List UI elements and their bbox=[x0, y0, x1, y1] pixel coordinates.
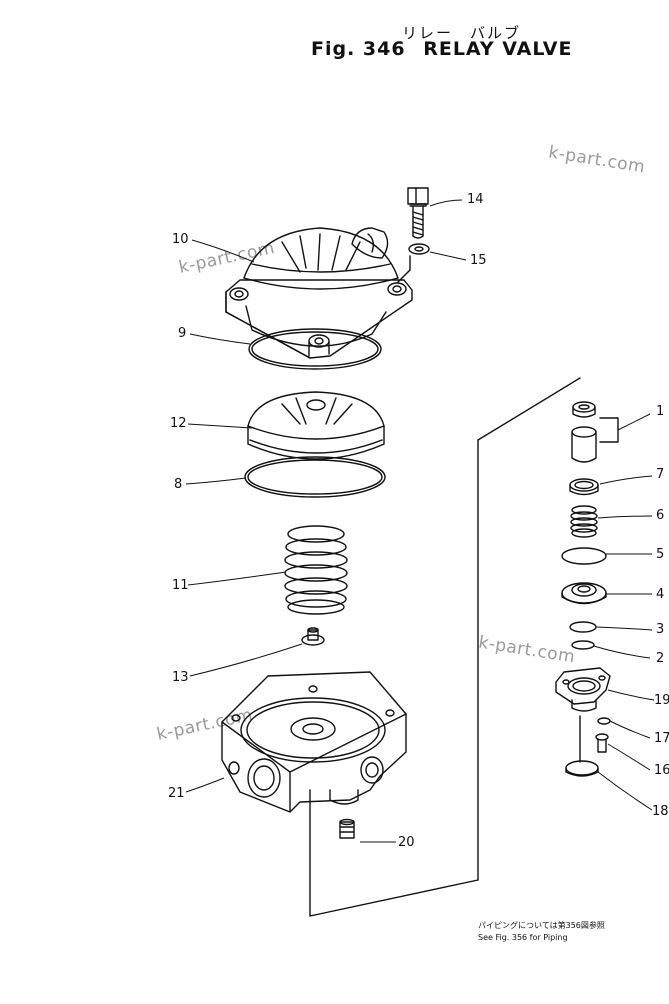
ring-part-7 bbox=[569, 478, 599, 496]
callout-1: 1 bbox=[656, 404, 665, 419]
o-ring-part-2 bbox=[571, 640, 595, 650]
callout-19: 19 bbox=[654, 693, 669, 708]
plug-part-13 bbox=[301, 627, 325, 646]
o-ring-part-3 bbox=[569, 621, 597, 633]
spring-part-11 bbox=[284, 525, 348, 615]
o-ring-part-8 bbox=[244, 456, 386, 498]
callout-4: 4 bbox=[656, 587, 665, 602]
piping-note-japanese: パイピングについては第356図参照 bbox=[478, 921, 605, 930]
figure-name: RELAY VALVE bbox=[423, 38, 573, 60]
valve-seat-part-1 bbox=[571, 401, 619, 463]
callout-14: 14 bbox=[467, 192, 484, 207]
callout-16: 16 bbox=[654, 763, 669, 778]
o-ring-part-5 bbox=[561, 547, 607, 565]
callout-21: 21 bbox=[168, 786, 185, 801]
disc-valve-part-18 bbox=[565, 760, 599, 777]
callout-13: 13 bbox=[172, 670, 189, 685]
callout-20: 20 bbox=[398, 835, 415, 850]
washer-part-15 bbox=[408, 243, 430, 255]
leader-lines bbox=[185, 199, 655, 843]
callout-12: 12 bbox=[170, 416, 187, 431]
spring-part-6 bbox=[570, 505, 598, 538]
bolt-part-14 bbox=[407, 187, 429, 239]
callout-6: 6 bbox=[656, 508, 665, 523]
o-ring-part-9 bbox=[248, 328, 382, 370]
body-part-21 bbox=[221, 671, 407, 813]
callout-10: 10 bbox=[172, 232, 189, 247]
callout-7: 7 bbox=[656, 467, 665, 482]
figure-number: Fig. 346 bbox=[311, 38, 406, 60]
piping-note: See Fig. 356 for Piping bbox=[478, 933, 568, 942]
callout-8: 8 bbox=[174, 477, 183, 492]
piston-part-12 bbox=[247, 391, 385, 460]
callout-5: 5 bbox=[656, 547, 665, 562]
title-japanese: リレー バルブ bbox=[402, 24, 522, 42]
plug-part-20 bbox=[339, 818, 355, 839]
screw-part-16 bbox=[595, 733, 609, 753]
housing-part-19 bbox=[555, 667, 611, 712]
callout-3: 3 bbox=[656, 622, 665, 637]
callout-18: 18 bbox=[652, 804, 669, 819]
figure-title: Fig. 346 RELAY VALVE bbox=[311, 38, 583, 60]
valve-part-4 bbox=[561, 582, 607, 605]
callout-11: 11 bbox=[172, 578, 189, 593]
callout-9: 9 bbox=[178, 326, 187, 341]
washer-part-17 bbox=[597, 717, 611, 725]
callout-15: 15 bbox=[470, 253, 487, 268]
callout-17: 17 bbox=[654, 731, 669, 746]
callout-2: 2 bbox=[656, 651, 665, 666]
cover-part-10 bbox=[225, 227, 413, 359]
